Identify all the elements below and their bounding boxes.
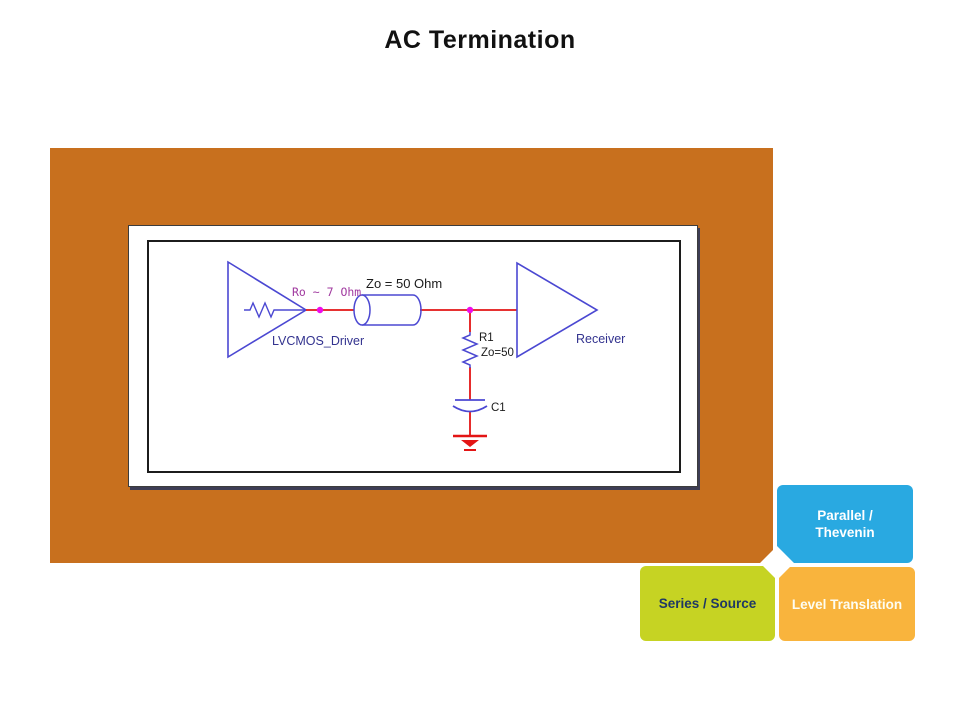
receiver-label: Receiver (576, 332, 625, 346)
receiver-triangle (516, 261, 599, 359)
resistor-value-label: Zo=50 (481, 347, 514, 359)
transmission-line (353, 294, 422, 326)
nav-button-level-translation-label: Level Translation (791, 596, 903, 612)
driver-output-node (316, 306, 324, 314)
nav-button-series-source[interactable]: Series / Source (640, 566, 775, 641)
nav-button-level-translation[interactable]: Level Translation (779, 567, 915, 641)
termination-node (466, 306, 474, 314)
driver-source-resistor (244, 301, 306, 319)
nav-button-parallel-thevenin-label: Parallel / Thevenin (815, 508, 875, 540)
capacitor-ref-label: C1 (491, 402, 506, 414)
ground-symbol (453, 434, 487, 451)
schematic-border-box (147, 240, 681, 473)
driver-label: LVCMOS_Driver (272, 334, 364, 348)
driver-impedance-label: Ro ~ 7 Ohm (292, 285, 361, 299)
page-title: AC Termination (384, 26, 576, 54)
resistor-ref-label: R1 (479, 332, 494, 344)
driver-triangle (227, 260, 308, 359)
nav-button-series-source-label: Series / Source (658, 596, 757, 611)
nav-button-parallel-thevenin[interactable]: Parallel / Thevenin (777, 485, 913, 563)
capacitor-c1 (452, 399, 488, 413)
resistor-r1 (461, 332, 479, 368)
line-impedance-label: Zo = 50 Ohm (366, 276, 442, 291)
